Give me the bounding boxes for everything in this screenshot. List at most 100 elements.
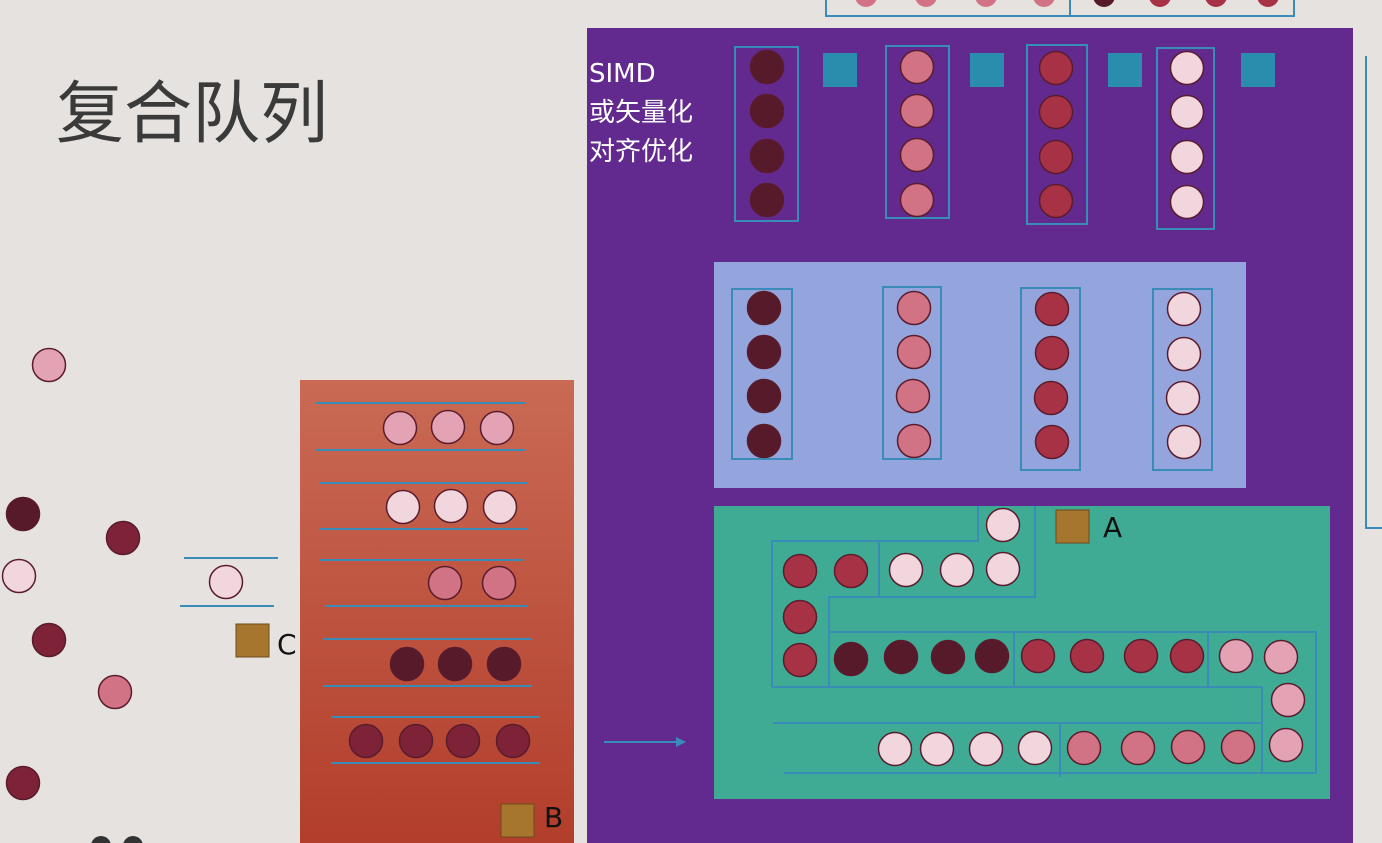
dot xyxy=(389,646,425,682)
brown-square-icon xyxy=(235,623,270,658)
dot xyxy=(486,646,522,682)
simd-lane-frame xyxy=(885,45,950,219)
dot xyxy=(495,723,531,759)
aligned-lane-frame xyxy=(882,286,942,460)
dot xyxy=(481,565,517,601)
loose-dots xyxy=(1,347,141,801)
dot xyxy=(1033,380,1069,416)
dot xyxy=(430,409,466,445)
dot xyxy=(1,558,37,594)
dot xyxy=(105,520,141,556)
dot xyxy=(1169,139,1205,175)
dot xyxy=(782,642,818,678)
dot xyxy=(782,599,818,635)
dot xyxy=(1170,729,1206,765)
dot xyxy=(985,551,1021,587)
dot xyxy=(1169,184,1205,220)
aligned-lane-frames xyxy=(731,286,1213,471)
simd-lane-dots xyxy=(749,49,1205,220)
aligned-lane-frame xyxy=(1152,288,1213,471)
dot xyxy=(1123,638,1159,674)
dot xyxy=(746,290,782,326)
brown-square-icon xyxy=(1055,509,1090,544)
dot xyxy=(899,137,935,173)
fifo-lane-rails xyxy=(316,402,540,764)
dot xyxy=(382,410,418,446)
adjacent-slide-fragments xyxy=(825,0,1382,529)
dot xyxy=(1218,638,1254,674)
teal-square-icon xyxy=(1108,53,1142,87)
label-c: C xyxy=(277,628,297,661)
dot xyxy=(746,334,782,370)
dot xyxy=(746,378,782,414)
dot xyxy=(385,489,421,525)
dot xyxy=(896,423,932,459)
dot xyxy=(888,552,924,588)
simd-lane-frame xyxy=(734,46,799,222)
dot xyxy=(895,378,931,414)
simd-lane-group xyxy=(734,44,1215,230)
dot xyxy=(1069,638,1105,674)
simd-label-line-2: 或矢量化 xyxy=(589,98,693,128)
label-b: B xyxy=(544,801,563,834)
teal-square-icon xyxy=(970,53,1004,87)
dot xyxy=(883,639,919,675)
dot xyxy=(398,723,434,759)
dot xyxy=(968,731,1004,767)
dot xyxy=(445,723,481,759)
teal-square-icon xyxy=(1241,53,1275,87)
dot xyxy=(1038,94,1074,130)
dot xyxy=(896,290,932,326)
dot xyxy=(1166,424,1202,460)
dot xyxy=(1263,639,1299,675)
dot xyxy=(97,674,133,710)
simd-label-line-1: SIMD xyxy=(589,59,656,89)
dot xyxy=(974,638,1010,674)
dot xyxy=(896,334,932,370)
dot xyxy=(1165,380,1201,416)
adjacent-slide-dots xyxy=(855,0,1279,7)
dot xyxy=(833,553,869,589)
dot xyxy=(749,182,785,218)
dot xyxy=(427,565,463,601)
dot xyxy=(930,639,966,675)
dot xyxy=(899,93,935,129)
dot xyxy=(877,731,913,767)
dot xyxy=(939,552,975,588)
page-title: 复合队列 xyxy=(56,75,328,154)
dot xyxy=(1270,682,1306,718)
aligned-lanes-panel xyxy=(714,262,1246,488)
simd-lane-frame xyxy=(1026,44,1088,225)
dot xyxy=(899,182,935,218)
simd-lane-frame xyxy=(1156,47,1215,230)
dot xyxy=(479,410,515,446)
dot xyxy=(1066,730,1102,766)
dot xyxy=(1038,183,1074,219)
simd-markers xyxy=(823,53,1275,87)
dot xyxy=(1268,727,1304,763)
queue-path-frames xyxy=(771,506,1317,777)
dot xyxy=(1020,638,1056,674)
dot xyxy=(1166,336,1202,372)
dot xyxy=(1038,50,1074,86)
brown-square-icon xyxy=(500,803,535,838)
dot xyxy=(1169,638,1205,674)
dot xyxy=(1169,50,1205,86)
dot xyxy=(1038,139,1074,175)
dot xyxy=(1220,729,1256,765)
teal-square-icon xyxy=(823,53,857,87)
dot xyxy=(482,489,518,525)
dot xyxy=(31,347,67,383)
dot xyxy=(749,49,785,85)
dot xyxy=(749,138,785,174)
dot xyxy=(1120,730,1156,766)
dot xyxy=(437,646,473,682)
arrow-right-icon xyxy=(604,737,686,747)
dot xyxy=(1034,291,1070,327)
single-slot xyxy=(180,557,278,607)
dot xyxy=(5,496,41,532)
simd-label-line-3: 对齐优化 xyxy=(589,137,693,167)
queue-path-dots xyxy=(782,507,1306,767)
dot xyxy=(1166,291,1202,327)
